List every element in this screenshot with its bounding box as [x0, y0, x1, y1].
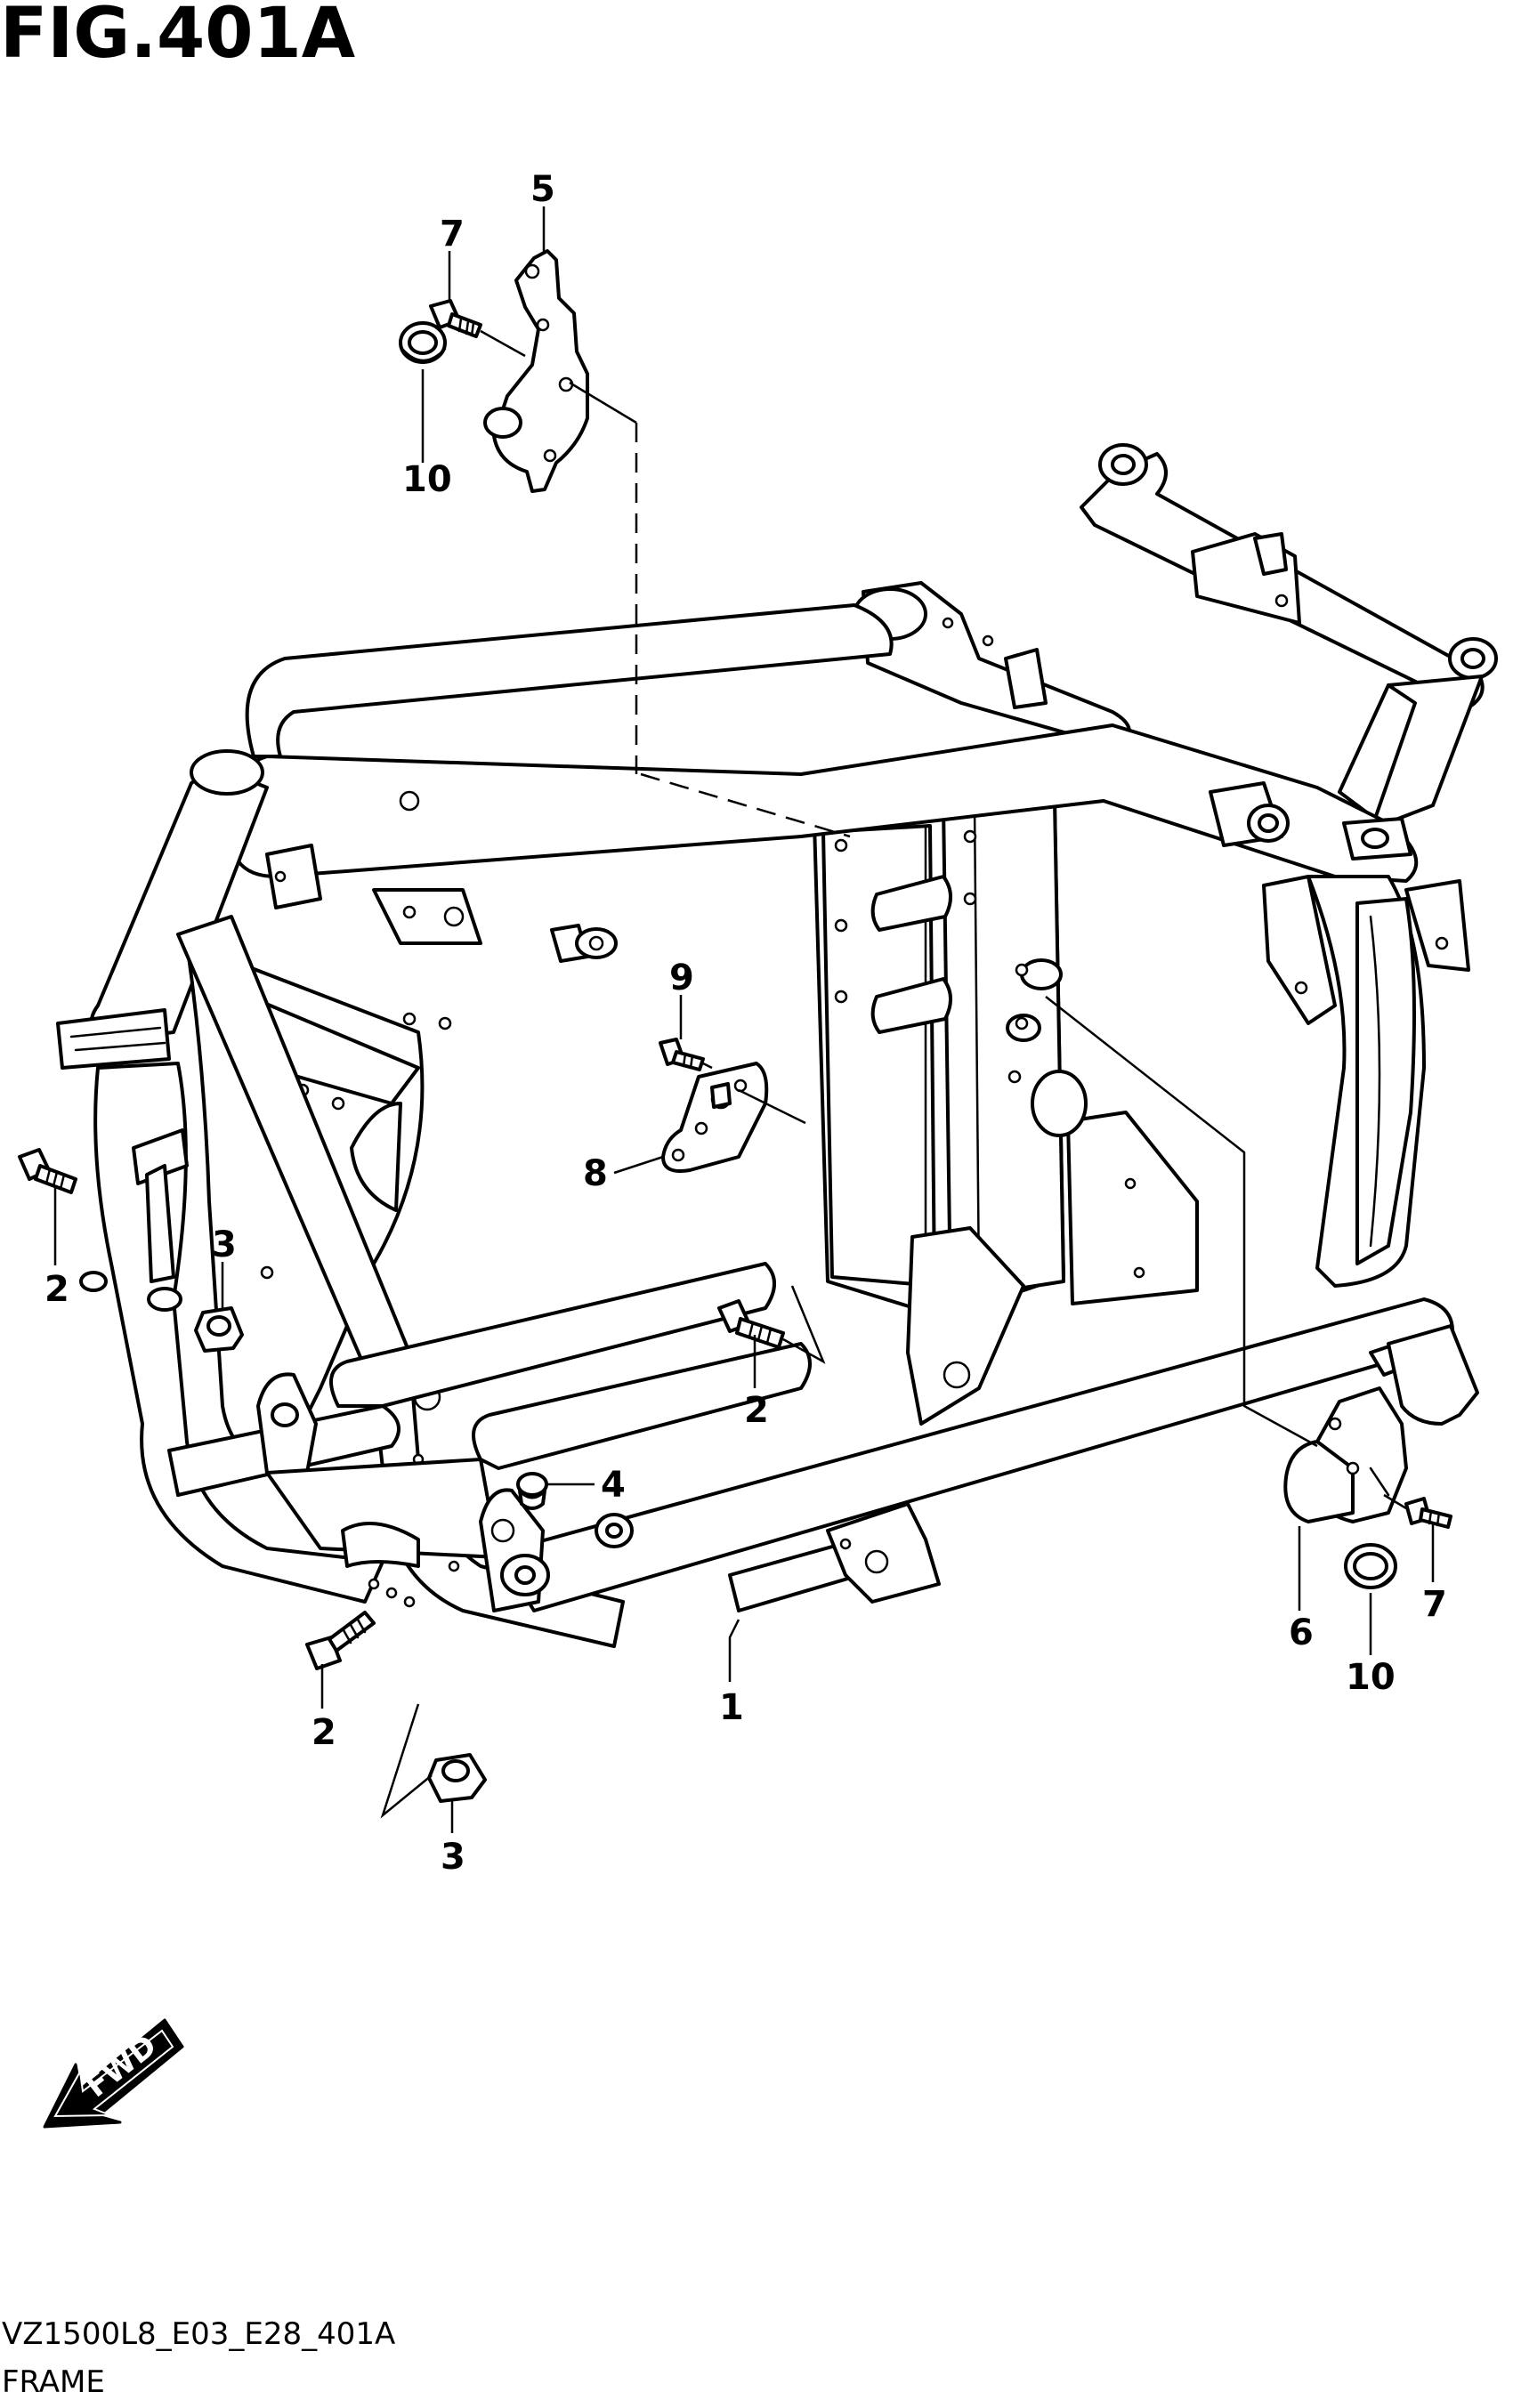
callout-5: 5 [530, 169, 555, 210]
callout-7-top: 7 [440, 214, 465, 255]
figure-title: FIG.401A [0, 0, 355, 74]
callout-10-right: 10 [1346, 1657, 1396, 1698]
frame-assembly [56, 443, 1498, 1648]
callout-8: 8 [583, 1153, 608, 1194]
callout-4: 4 [601, 1465, 626, 1506]
bolt-part-7-right [1404, 1497, 1452, 1529]
nut-part-10-top [399, 321, 447, 364]
nut-part-3-bottom [427, 1753, 487, 1803]
leader-lines [53, 206, 1435, 1833]
bracket-part-5 [483, 249, 589, 493]
callout-10-top: 10 [402, 459, 452, 500]
callout-2-center: 2 [744, 1390, 769, 1431]
bolt-part-7-top [429, 299, 482, 338]
callout-3-bottom: 3 [441, 1837, 465, 1878]
bolt-part-2-center [717, 1299, 785, 1349]
callout-1: 1 [719, 1687, 744, 1728]
diagram-name: FRAME [2, 2364, 105, 2400]
guard-part-6 [1283, 1324, 1479, 1523]
callout-3-left: 3 [212, 1224, 237, 1265]
callout-9: 9 [669, 958, 694, 998]
callout-2-left: 2 [44, 1269, 69, 1310]
callout-6: 6 [1289, 1612, 1314, 1653]
nut-part-10-right [1344, 1543, 1397, 1589]
nut-part-3-left [194, 1306, 244, 1353]
callout-2-bottom: 2 [312, 1712, 336, 1753]
diagram-code: VZ1500L8_E03_E28_401A [2, 2316, 395, 2352]
fwd-direction-badge: FWD [43, 2018, 184, 2129]
callout-7-right: 7 [1422, 1584, 1447, 1625]
bolt-part-2-left [18, 1148, 77, 1194]
plate-part-8 [661, 1062, 769, 1173]
bolt-part-2-bottom [305, 1611, 376, 1670]
bolt-part-9 [659, 1038, 705, 1071]
plug-part-4 [516, 1472, 548, 1510]
callouts: 5 7 10 9 8 3 2 2 4 1 2 3 6 10 7 [44, 169, 1447, 1878]
